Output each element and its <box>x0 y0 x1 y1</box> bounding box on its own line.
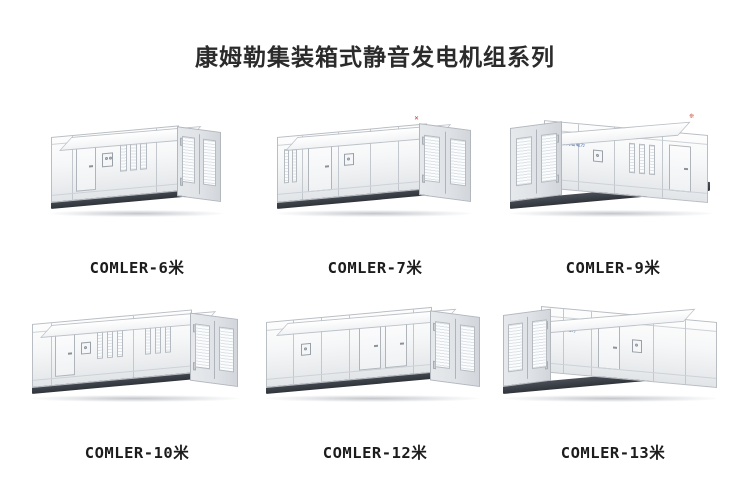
louver-vent <box>639 143 645 175</box>
ground-shadow <box>51 210 223 217</box>
control-panel <box>593 149 603 163</box>
generator-unit-illustration <box>28 286 246 404</box>
louver-vent <box>284 148 289 184</box>
access-door <box>55 331 75 377</box>
louver-vent <box>460 324 475 373</box>
access-door <box>669 144 691 193</box>
louver-vent <box>107 329 113 359</box>
product-row: COMLER-10米 <box>18 280 732 465</box>
louver-vent <box>435 321 450 370</box>
product-cell[interactable]: COMLER-10米 <box>18 280 256 465</box>
louver-vent <box>649 144 655 176</box>
louver-vent <box>155 325 161 354</box>
ground-shadow <box>32 395 238 402</box>
unit-end-face <box>177 126 221 202</box>
product-caption: COMLER-13米 <box>560 444 666 462</box>
product-cell[interactable]: ✕ COMLER-7米 <box>256 95 494 280</box>
product-cell[interactable]: 康姆勒电力 ❊ COMLER-9米 <box>494 95 732 280</box>
page-title: 康姆勒集装箱式静音发电机组系列 <box>195 45 555 71</box>
louver-vent <box>195 323 210 370</box>
louver-vent <box>165 324 171 353</box>
ground-shadow <box>503 395 717 402</box>
generator-unit-illustration: 康姆勒电力 <box>501 286 725 404</box>
control-panel <box>301 342 311 356</box>
louver-vent <box>424 134 440 183</box>
louver-vent <box>541 132 557 183</box>
generator-unit-illustration: 康姆勒电力 ❊ <box>504 101 722 219</box>
louver-vent <box>182 135 195 184</box>
product-cell[interactable]: 康姆勒电力 COMLER-13米 <box>494 280 732 465</box>
product-cell[interactable]: COMLER-6米 <box>18 95 256 280</box>
louver-vent <box>629 142 635 174</box>
louver-vent <box>97 330 103 360</box>
product-caption: COMLER-12米 <box>322 444 428 462</box>
generator-unit-illustration <box>264 286 486 404</box>
access-door <box>308 141 332 193</box>
louver-vent <box>203 138 216 187</box>
generator-unit-illustration <box>37 101 237 219</box>
product-cell[interactable]: COMLER-12米 <box>256 280 494 465</box>
control-panel <box>632 339 642 354</box>
warning-mark: ✕ <box>413 115 419 122</box>
control-panel <box>102 152 113 168</box>
access-door <box>359 322 381 371</box>
product-grid: COMLER-6米 <box>18 95 732 475</box>
access-door <box>385 320 407 369</box>
product-caption: COMLER-6米 <box>89 259 185 277</box>
louver-vent <box>292 148 297 183</box>
product-caption: COMLER-9米 <box>565 259 661 277</box>
unit-end-face <box>190 312 238 387</box>
access-door <box>76 141 96 192</box>
product-caption: COMLER-7米 <box>327 259 423 277</box>
access-door <box>598 324 620 371</box>
louver-vent <box>516 136 532 187</box>
ground-shadow <box>266 395 478 402</box>
louver-vent <box>532 319 547 370</box>
unit-end-face <box>503 308 551 387</box>
unit-end-face <box>419 123 471 202</box>
ground-shadow <box>277 210 471 217</box>
warning-mark: ❊ <box>688 113 694 120</box>
louver-vent <box>117 328 123 358</box>
louver-vent <box>219 326 234 373</box>
louver-vent <box>145 326 151 355</box>
panel-seam <box>542 362 716 379</box>
product-caption: COMLER-10米 <box>84 444 190 462</box>
ground-shadow <box>510 210 712 217</box>
generator-unit-illustration: ✕ <box>269 101 481 219</box>
control-panel <box>344 152 354 166</box>
unit-end-face <box>510 121 562 202</box>
control-panel <box>81 341 91 355</box>
unit-end-face <box>430 310 480 387</box>
louver-vent <box>450 138 466 187</box>
product-row: COMLER-6米 <box>18 95 732 280</box>
louver-vent <box>508 322 523 373</box>
